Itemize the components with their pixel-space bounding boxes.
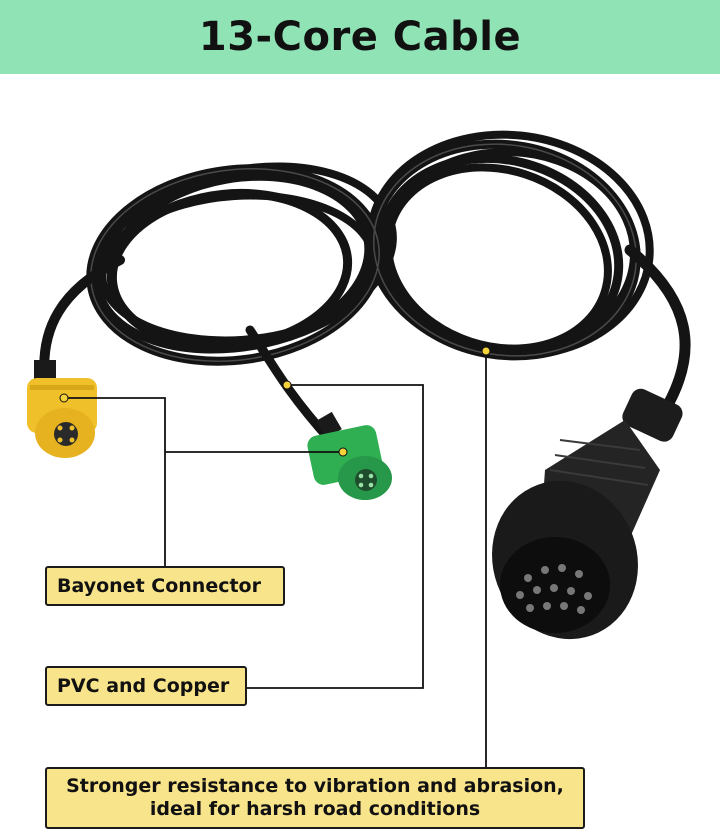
- yellow-bayonet-plug-icon: [27, 360, 97, 458]
- callout-bayonet-connector: Bayonet Connector: [45, 566, 285, 606]
- callout-pvc-copper-text: PVC and Copper: [57, 675, 230, 697]
- callout-pvc-copper: PVC and Copper: [45, 666, 247, 706]
- callout-durability-line2: ideal for harsh road conditions: [149, 798, 481, 820]
- 13-pin-plug-icon: [492, 388, 683, 640]
- callout-leaders: [64, 351, 487, 767]
- page-title: 13-Core Cable: [198, 14, 522, 60]
- callout-markers: [59, 346, 491, 457]
- callout-durability: Stronger resistance to vibration and abr…: [45, 767, 585, 829]
- callout-bayonet-connector-text: Bayonet Connector: [57, 575, 261, 597]
- callout-durability-line1: Stronger resistance to vibration and abr…: [66, 775, 564, 797]
- coiled-cable-illustration: [39, 130, 691, 445]
- title-banner: 13-Core Cable: [0, 0, 720, 74]
- cable-illustration: [27, 130, 691, 767]
